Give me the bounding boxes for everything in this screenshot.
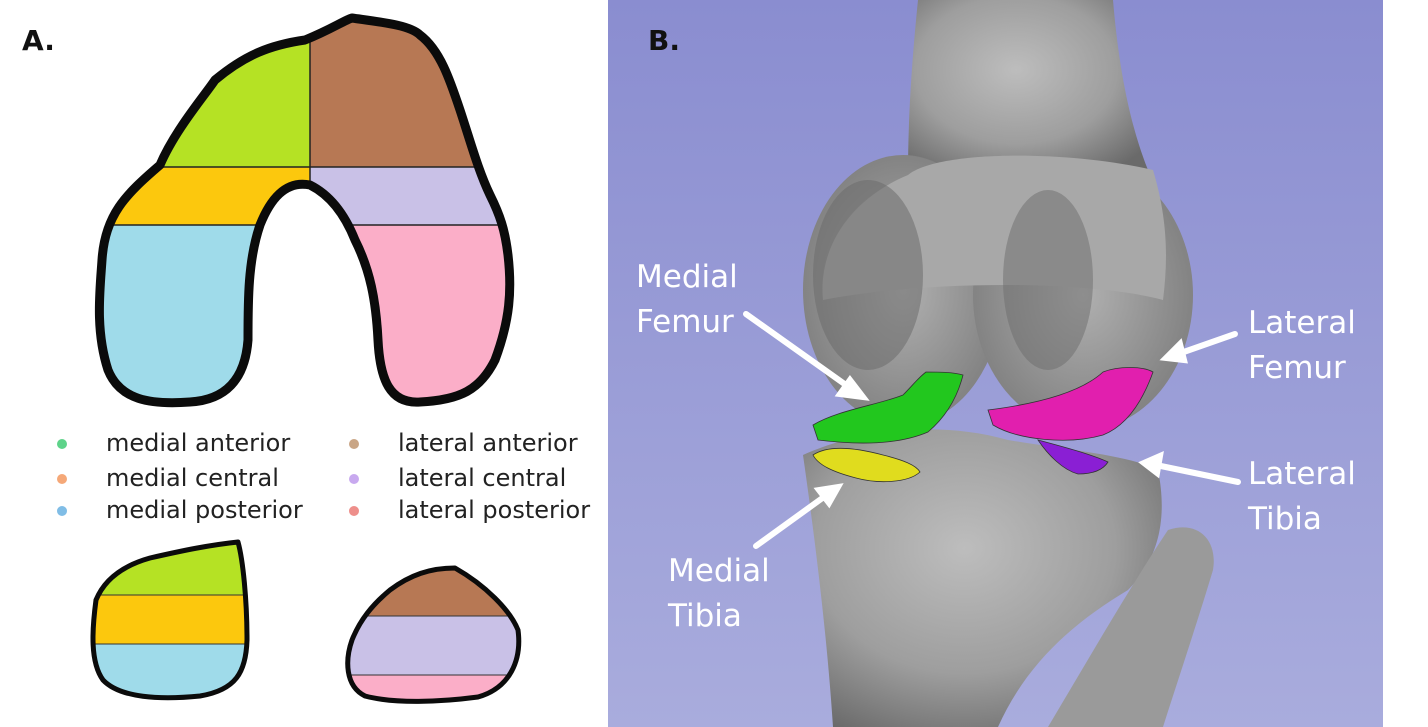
lateral-tibia-label: Lateral Tibia [1248,452,1356,542]
tibia-medial-anterior-region [92,542,247,595]
legend-dot-lateral-anterior [349,439,359,449]
femur-outline [94,13,515,408]
medial-tibia-label: Medial Tibia [668,549,770,639]
legend-dot-medial-anterior [57,439,67,449]
legend-dot-lateral-central [349,474,359,484]
medial-tibia-label-line2: Tibia [668,598,742,634]
medial-tibia-label-line1: Medial [668,553,770,589]
medial-tibia-cartilage [812,447,921,482]
medial-tibia-arrow [753,491,831,549]
medial-femur-arrow [743,311,856,393]
femur-shaft [908,0,1148,175]
legend-label-lateral-anterior: lateral anterior [398,429,578,457]
medial-femur-cartilage [812,371,964,444]
knee-3d-render-panel: B. Medial Femur Lateral Femur Lateral Ti… [608,0,1383,727]
legend-label-medial-anterior: medial anterior [106,429,291,457]
tibia-medial-posterior-region [92,644,247,698]
panel-a-label: A. [22,24,55,57]
tibia-lateral-central-region [347,616,519,675]
femur-cartilage-map [94,13,515,408]
lateral-tibia-arrow [1153,462,1241,485]
panel-b-label: B. [648,24,680,57]
tibia-bone [803,429,1162,727]
lateral-femur-label-line2: Femur [1248,350,1346,386]
medial-tibia-outline [90,539,250,701]
medial-femur-label-line2: Femur [636,304,734,340]
legend-label-lateral-posterior: lateral posterior [398,496,591,524]
femur-lateral-posterior-region [310,225,510,403]
legend-dot-lateral-posterior [349,506,359,516]
lateral-tibia-cartilage [1037,439,1109,475]
lateral-femur-arrow [1175,331,1238,357]
legend-label-medial-posterior: medial posterior [106,496,303,524]
legend-label-medial-central: medial central [106,464,279,492]
lateral-tibia-outline [345,565,522,704]
legend-dot-medial-central [57,474,67,484]
lateral-femur-label-line1: Lateral [1248,305,1356,341]
femur-medial-anterior-region [99,18,310,167]
tibia-lateral-anterior-region [347,568,519,616]
medial-femur-label: Medial Femur [636,255,738,345]
lateral-femur-cartilage [987,367,1154,441]
legend-dot-medial-posterior [57,506,67,516]
lateral-tibia-label-line2: Tibia [1248,501,1322,537]
legend-label-lateral-central: lateral central [398,464,567,492]
lateral-tibia-label-line1: Lateral [1248,456,1356,492]
knee-3d-render [608,0,1383,727]
tibia-lateral-posterior-region [347,675,519,702]
tibia-medial-central-region [92,595,247,644]
lateral-femur-label: Lateral Femur [1248,301,1356,391]
medial-femur-label-line1: Medial [636,259,738,295]
fibula-bone [1048,527,1214,727]
